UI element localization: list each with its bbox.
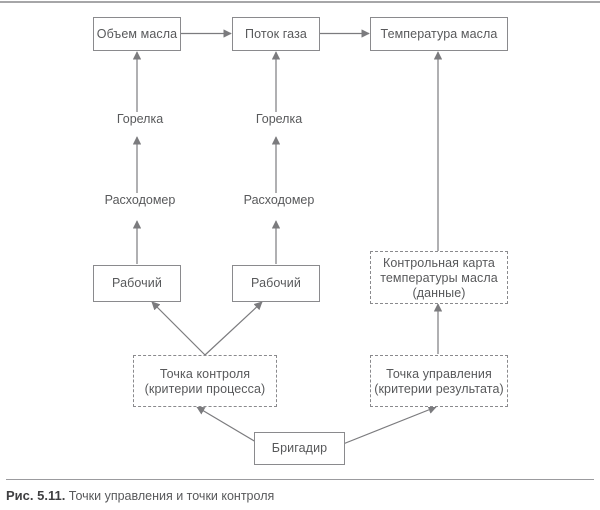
node-control-point[interactable]: Точка управления (критерии результата)	[370, 355, 508, 407]
node-worker-left[interactable]: Рабочий	[93, 265, 181, 302]
node-worker-right-label: Рабочий	[251, 276, 301, 290]
node-check-point[interactable]: Точка контроля (критерии процесса)	[133, 355, 277, 407]
node-check-point-line2: (критерии процесса)	[144, 382, 266, 396]
figure-caption: Рис. 5.11. Точки управления и точки конт…	[6, 488, 594, 504]
node-check-point-line1: Точка контроля	[159, 367, 251, 381]
caption-divider-rule	[6, 479, 594, 480]
node-control-chart-line1: Контрольная карта	[382, 256, 495, 270]
node-gas-flow[interactable]: Поток газа	[232, 17, 320, 51]
node-control-chart-line3: (данные)	[412, 286, 466, 300]
node-control-point-line1: Точка управления	[386, 367, 492, 381]
node-worker-right[interactable]: Рабочий	[232, 265, 320, 302]
node-oil-temperature-label: Температура масла	[380, 26, 498, 41]
top-divider-rule	[0, 1, 600, 3]
edge-label-flowmeter-left: Расходомер	[90, 193, 190, 208]
arrow-foreman-to-control-point	[332, 405, 437, 449]
figure-caption-text: Точки управления и точки контроля	[68, 489, 275, 503]
edge-label-flowmeter-right: Расходомер	[229, 193, 329, 208]
node-oil-volume-label: Объем масла	[96, 26, 178, 41]
node-foreman[interactable]: Бригадир	[254, 432, 345, 465]
figure-caption-number: Рис. 5.11.	[6, 488, 66, 503]
node-control-chart[interactable]: Контрольная карта температуры масла (дан…	[370, 251, 508, 304]
node-oil-volume[interactable]: Объем масла	[93, 17, 181, 51]
arrow-check-point-to-worker-left	[151, 301, 206, 356]
node-oil-temperature[interactable]: Температура масла	[370, 17, 508, 51]
edge-label-burner-left: Горелка	[95, 112, 185, 127]
node-control-chart-line2: температуры масла	[380, 271, 498, 285]
node-foreman-label: Бригадир	[271, 441, 328, 455]
edge-label-burner-right: Горелка	[234, 112, 324, 127]
node-worker-left-label: Рабочий	[112, 276, 162, 290]
arrow-check-point-to-worker-right	[204, 301, 263, 356]
node-control-point-line2: (критерии результата)	[374, 382, 504, 396]
node-gas-flow-label: Поток газа	[245, 26, 307, 41]
